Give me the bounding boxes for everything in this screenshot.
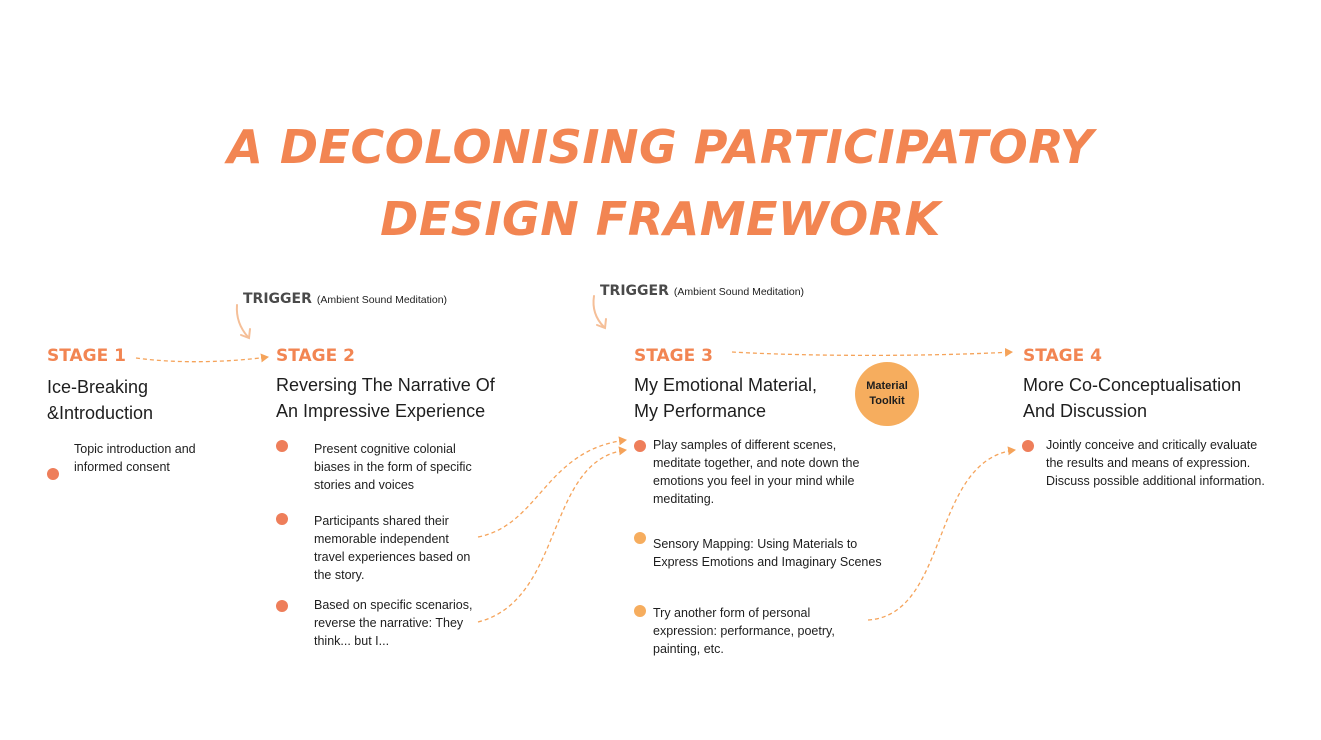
trigger-1-label: TRIGGER xyxy=(243,291,312,307)
arrow-stage1-to-stage2 xyxy=(135,353,269,363)
stage-1-bullet-1: Topic introduction and informed consent xyxy=(74,440,196,476)
bullet-line: the story. xyxy=(314,568,365,582)
bullet-line: Based on specific scenarios, xyxy=(314,598,473,612)
stage-3-label: STAGE 3 xyxy=(634,346,713,366)
stage-3-title-line: My Emotional Material, xyxy=(634,375,818,395)
trigger-1-arrowhead xyxy=(240,328,251,340)
stage-3-title-line: My Performance xyxy=(634,401,767,421)
bullet-line: Topic introduction and xyxy=(74,442,196,456)
bullet-line: meditate together, and note down the xyxy=(653,456,860,470)
stage-1-bullet-dot xyxy=(47,468,59,480)
bullet-line: Play samples of different scenes, xyxy=(653,438,837,452)
arrow-stage3-to-stage4 xyxy=(731,347,1013,357)
bullet-line: Discuss possible additional information. xyxy=(1046,474,1265,488)
trigger-2-label: TRIGGER xyxy=(600,283,669,299)
stage-3-bullet-dot xyxy=(634,605,646,617)
bullet-line: stories and voices xyxy=(314,478,415,492)
trigger-1-arrow xyxy=(235,304,249,338)
trigger-2-arrow xyxy=(592,295,605,328)
toolkit-line: Material xyxy=(866,380,908,392)
material-toolkit-badge: Material Toolkit xyxy=(855,362,919,426)
trigger-2-arrowhead xyxy=(596,318,607,330)
stage-3-bullet-dot xyxy=(634,532,646,544)
bullet-line: emotions you feel in your mind while xyxy=(653,474,855,488)
stage-1-title-line: &Introduction xyxy=(47,403,154,423)
bullet-line: Try another form of personal xyxy=(653,606,811,620)
stage-2-bullet-dot xyxy=(276,513,288,525)
bullet-line: Express Emotions and Imaginary Scenes xyxy=(653,555,882,569)
bullet-line: the results and means of expression. xyxy=(1046,456,1251,470)
bullet-line: meditating. xyxy=(653,492,715,506)
stage-3-bullet-2: Sensory Mapping: Using Materials to Expr… xyxy=(653,535,882,571)
stage-2-label: STAGE 2 xyxy=(276,346,355,366)
stage-2-title-line: Reversing The Narrative Of xyxy=(276,375,495,395)
trigger-2-note: (Ambient Sound Meditation) xyxy=(673,286,805,298)
page-title-line-2: DESIGN FRAMEWORK xyxy=(380,192,941,246)
bullet-line: biases in the form of specific xyxy=(314,460,472,474)
page-title-line-1: A DECOLONISING PARTICIPATORY xyxy=(227,120,1094,174)
bullet-line: reverse the narrative: They xyxy=(314,616,464,630)
bullet-line: memorable independent xyxy=(314,532,449,546)
stage-2-title-line: An Impressive Experience xyxy=(276,401,486,421)
stage-3-bullet-3: Try another form of personal expression:… xyxy=(653,604,835,658)
bullet-line: informed consent xyxy=(74,460,170,474)
stage-1-label: STAGE 1 xyxy=(47,346,126,366)
stage-2-bullet-3: Based on specific scenarios, reverse the… xyxy=(314,596,472,650)
bullet-line: painting, etc. xyxy=(653,642,724,656)
trigger-2: TRIGGER (Ambient Sound Meditation) xyxy=(600,282,804,300)
trigger-1-note: (Ambient Sound Meditation) xyxy=(316,294,448,306)
stage-1-title-line: Ice-Breaking xyxy=(47,377,149,397)
stage-4-bullet-1: Jointly conceive and critically evaluate… xyxy=(1046,436,1265,490)
stage-1-title: Ice-Breaking &Introduction xyxy=(47,374,153,426)
arrow-bullet-to-stage3-a xyxy=(477,436,627,538)
bullet-line: Participants shared their xyxy=(314,514,449,528)
stage-4-title-line: And Discussion xyxy=(1023,401,1148,421)
bullet-line: expression: performance, poetry, xyxy=(653,624,835,638)
stage-4-bullet-dot xyxy=(1022,440,1034,452)
stage-4-title-line: More Co-Conceptualisation xyxy=(1023,375,1242,395)
bullet-line: Present cognitive colonial xyxy=(314,442,456,456)
arrow-stage3-to-stage4-bullet xyxy=(867,446,1016,621)
toolkit-line: Toolkit xyxy=(869,395,905,407)
stage-4-label: STAGE 4 xyxy=(1023,346,1102,366)
stage-2-bullet-dot xyxy=(276,600,288,612)
stage-4-title: More Co-Conceptualisation And Discussion xyxy=(1023,372,1241,424)
stage-3-bullet-1: Play samples of different scenes, medita… xyxy=(653,436,859,508)
stage-3-title: My Emotional Material, My Performance xyxy=(634,372,817,424)
stage-2-bullet-dot xyxy=(276,440,288,452)
stage-2-bullet-2: Participants shared their memorable inde… xyxy=(314,512,470,584)
arrow-bullet-to-stage3-b xyxy=(477,446,627,623)
bullet-line: Sensory Mapping: Using Materials to xyxy=(653,537,858,551)
bullet-line: travel experiences based on xyxy=(314,550,471,564)
stage-2-title: Reversing The Narrative Of An Impressive… xyxy=(276,372,495,424)
trigger-1: TRIGGER (Ambient Sound Meditation) xyxy=(243,290,447,308)
bullet-line: think... but I... xyxy=(314,634,390,648)
stage-2-bullet-1: Present cognitive colonial biases in the… xyxy=(314,440,472,494)
bullet-line: Jointly conceive and critically evaluate xyxy=(1046,438,1258,452)
stage-3-bullet-dot xyxy=(634,440,646,452)
